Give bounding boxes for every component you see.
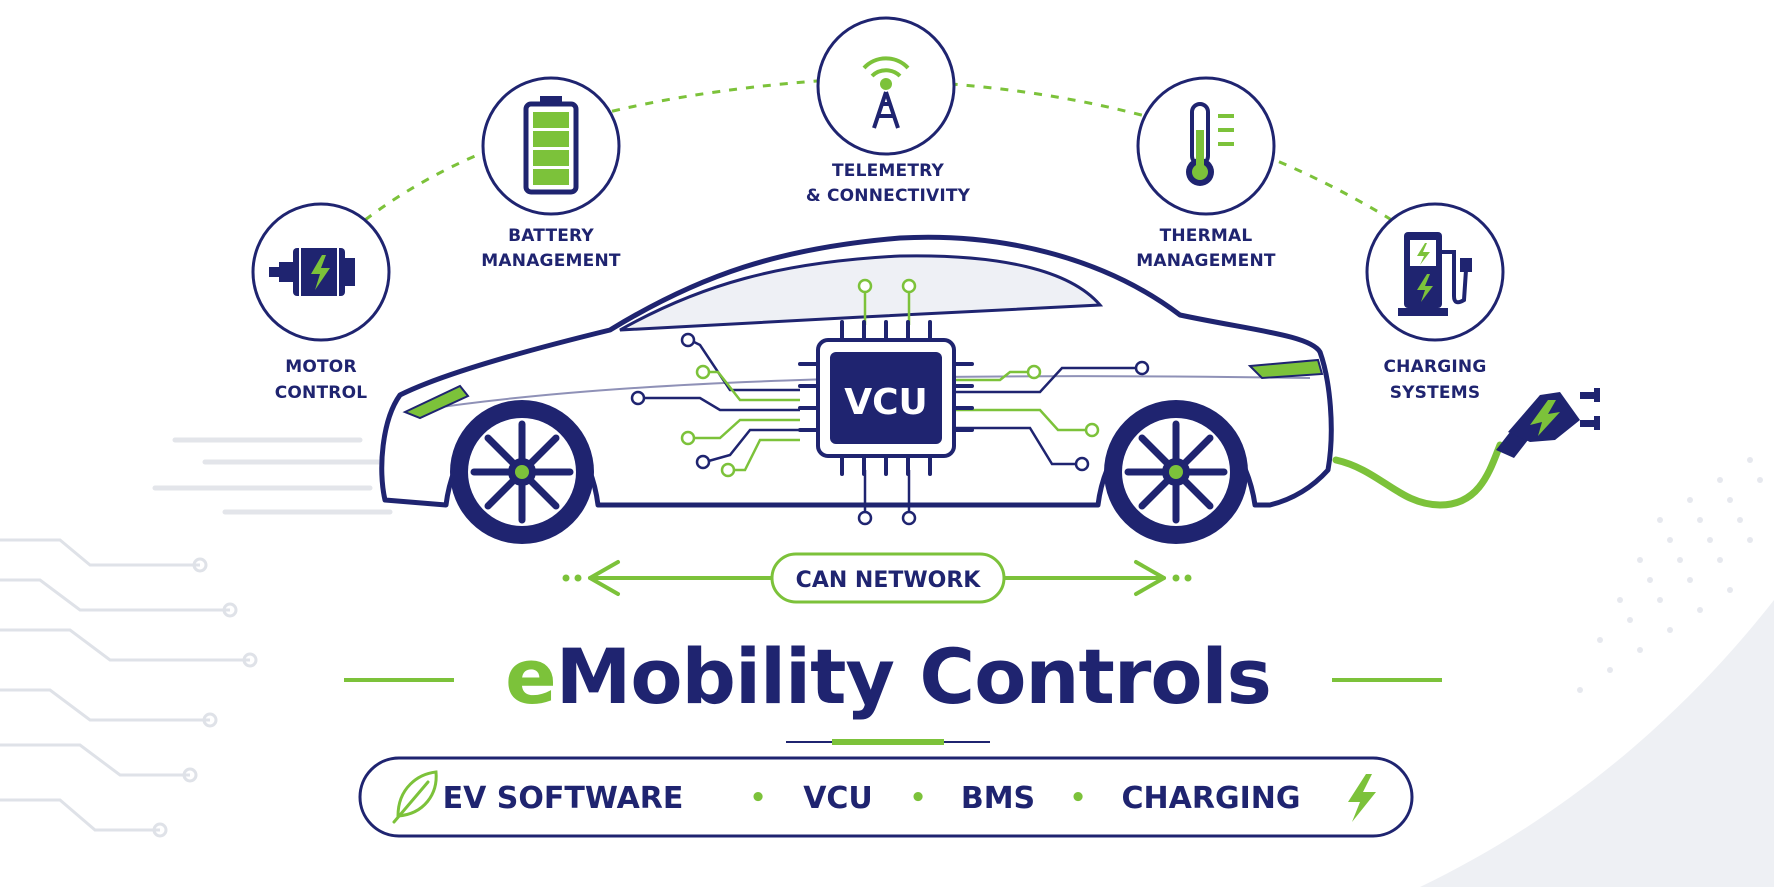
node-telemetry-label-2: & CONNECTIVITY [806,186,971,206]
lightning-icon [1348,774,1376,822]
tagline-item-bms: BMS [961,781,1035,816]
tagline-pill: EV SOFTWARE • VCU • BMS • CHARGING [358,756,1414,838]
leaf-icon [392,770,438,824]
node-telemetry-label-1: TELEMETRY [832,161,945,181]
background-circuit-traces [0,538,258,838]
node-motor-label-2: CONTROL [275,383,368,403]
thermometer-icon [1186,102,1234,186]
motor-icon [269,248,355,296]
antenna-icon [862,56,910,129]
vcu-chip-label: VCU [844,382,928,423]
node-battery-label-2: MANAGEMENT [481,251,621,271]
charging-cable [1332,388,1600,509]
charging-station-icon [1398,232,1472,316]
node-thermal-management: THERMAL MANAGEMENT [1136,76,1276,271]
taillight-rear [1247,358,1324,380]
tagline-separator-1: • [750,783,767,813]
can-arrow-right [1002,560,1192,596]
can-network-label: CAN NETWORK [796,568,982,593]
tagline-item-ev-software: EV SOFTWARE [443,781,684,816]
title-prefix: e [505,632,556,721]
title-block: eMobility Controls [344,632,1442,745]
page-title: eMobility Controls [505,632,1271,721]
front-wheel [450,400,594,544]
rear-wheel [1104,400,1248,544]
node-battery-label-1: BATTERY [508,226,594,246]
node-motor-control: MOTOR CONTROL [251,202,391,403]
tagline-item-vcu: VCU [803,781,873,816]
node-thermal-label-2: MANAGEMENT [1136,251,1276,271]
trace-terminals [630,278,1150,526]
speed-lines [152,437,393,515]
title-rest: Mobility Controls [556,632,1271,721]
can-network: CAN NETWORK [562,552,1192,604]
node-charging-label-1: CHARGING [1383,357,1486,377]
tagline-item-charging: CHARGING [1122,781,1301,816]
vcu-chip: VCU [798,320,974,476]
background-swoosh [1420,600,1774,887]
tagline-separator-2: • [910,783,927,813]
chip-vertical-traces [863,292,911,512]
background-dot-wave [1577,457,1763,693]
ev-car: VCU [152,234,1600,544]
tagline-separator-3: • [1070,783,1087,813]
chip-traces [640,338,1140,472]
node-battery-management: BATTERY MANAGEMENT [481,76,621,271]
node-thermal-label-1: THERMAL [1160,226,1253,246]
headlight-front [402,384,470,420]
battery-icon [523,96,579,195]
node-charging-systems: CHARGING SYSTEMS [1365,202,1505,403]
node-telemetry-connectivity: TELEMETRY & CONNECTIVITY [806,16,971,206]
node-charging-label-2: SYSTEMS [1390,383,1481,403]
can-arrow-left [562,560,774,596]
plug-icon [1496,388,1600,458]
node-motor-label-1: MOTOR [285,357,357,377]
car-window [619,254,1104,332]
car-beltline [419,375,1311,411]
